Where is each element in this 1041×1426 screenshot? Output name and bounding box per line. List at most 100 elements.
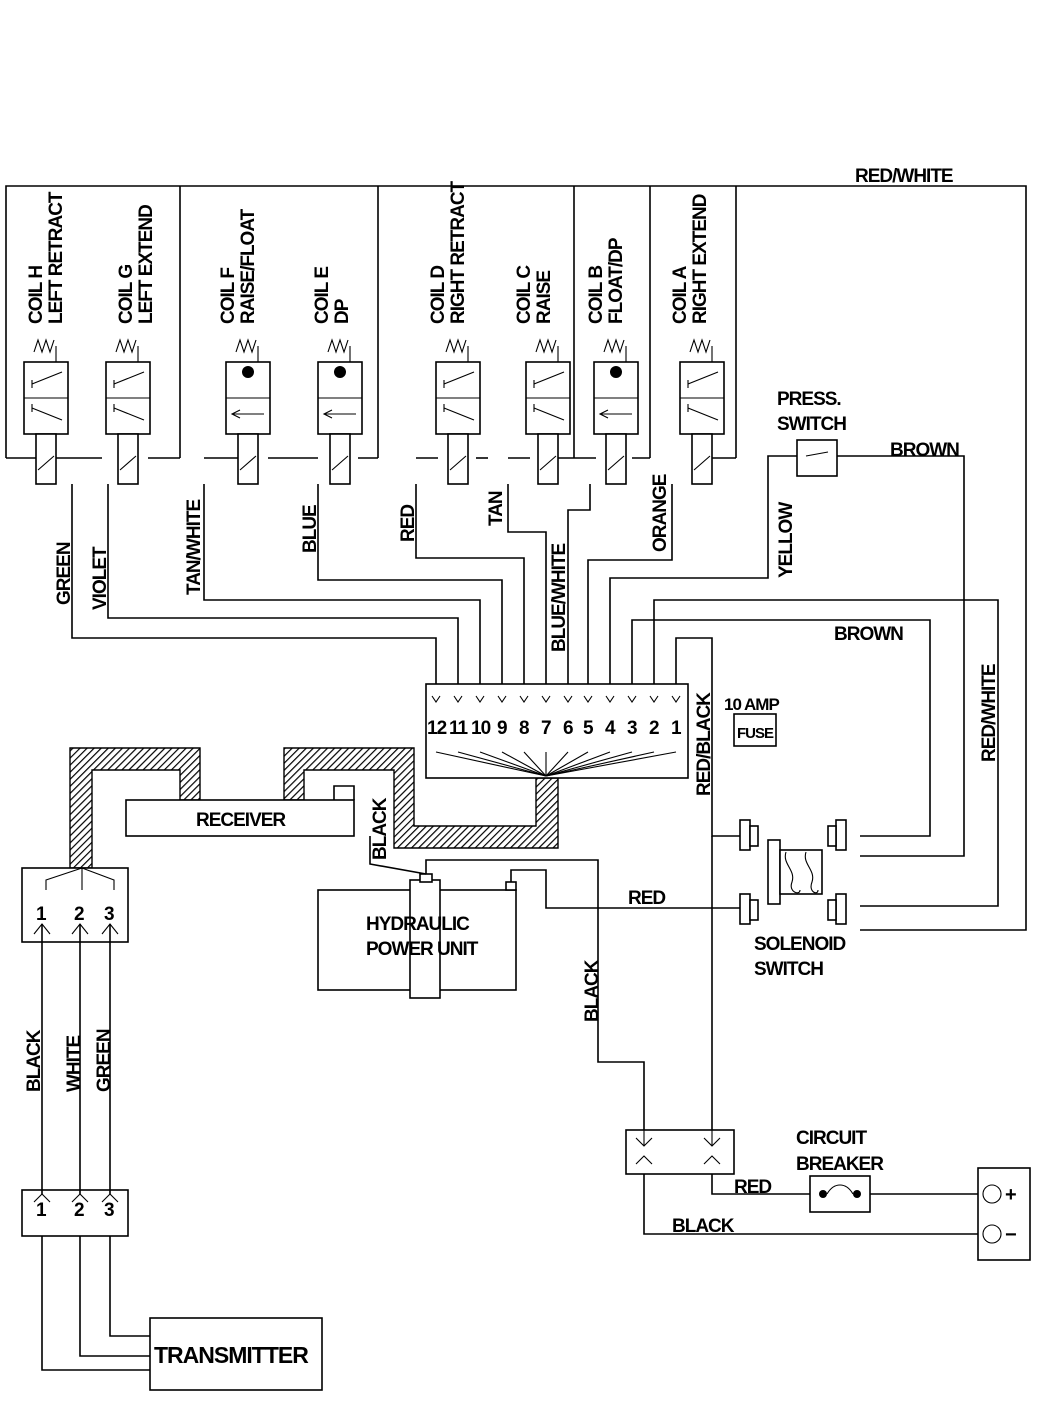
coil-function: LEFT EXTEND [136, 205, 157, 324]
pin-arrow [649, 695, 659, 703]
fan-line [435, 751, 547, 777]
terminal-fan-lines [435, 751, 677, 777]
coil-lead [691, 433, 713, 485]
pressure-switch-line1: PRESS. [777, 389, 841, 410]
coil-name: COIL A [670, 265, 691, 324]
hydraulic-line1: HYDRAULIC [366, 914, 470, 935]
wire-label-green-left: GREEN [94, 1029, 115, 1092]
spring-symbol [445, 338, 467, 354]
pin-number: 11 [449, 718, 469, 739]
upper-pin-1: 1 [36, 904, 47, 925]
pin-number: 4 [605, 718, 616, 739]
fan-line [479, 751, 547, 777]
upper-pin-2: 2 [74, 904, 85, 925]
coil-name: COIL H [26, 266, 47, 324]
wire-label-red-black: RED/BLACK [694, 692, 715, 796]
pin-arrow [453, 695, 463, 703]
fan-line [545, 751, 655, 777]
battery: + − [977, 1167, 1031, 1261]
fuse-rating: 10 AMP [724, 695, 779, 714]
pin-number: 3 [627, 718, 637, 739]
fuse-label: FUSE [737, 725, 774, 742]
wire-label-red-breaker: RED [734, 1177, 771, 1198]
coil-name: COIL D [428, 266, 449, 324]
fan-line [545, 751, 569, 777]
wire-label-black-battery: BLACK [672, 1216, 735, 1237]
spring-symbol [115, 338, 137, 354]
circuit-breaker: CIRCUIT BREAKER [796, 1128, 885, 1213]
red-white-bus [5, 185, 1027, 931]
solenoid-line1: SOLENOID [754, 934, 846, 955]
upper-pin-3: 3 [104, 904, 115, 925]
wire-label-tan-white: TAN/WHITE [184, 500, 205, 595]
power-unit-wires [369, 836, 742, 1130]
pin-arrow [519, 695, 529, 703]
pin-number: 1 [671, 718, 682, 739]
fan-line [545, 751, 677, 777]
coil-function: DP [332, 298, 353, 324]
wire-label-blue: BLUE [300, 505, 321, 553]
wire-label-red-solenoid: RED [628, 888, 665, 909]
pressure-switch-line2: SWITCH [777, 414, 846, 435]
wire-label-white-left: WHITE [64, 1035, 85, 1092]
coil-function: RIGHT EXTEND [690, 194, 711, 324]
junction-box [625, 1129, 735, 1175]
spring-symbol [235, 338, 257, 354]
pin-arrow [605, 695, 615, 703]
coil-name: COIL B [586, 266, 607, 324]
wire-label-red: RED [398, 505, 419, 542]
spring-symbol [535, 338, 557, 354]
transmitter-label: TRANSMITTER [154, 1342, 309, 1368]
pin-number: 8 [519, 718, 529, 739]
battery-wires [643, 1174, 980, 1235]
solenoid-line2: SWITCH [754, 959, 823, 980]
coil-lead [537, 433, 559, 485]
receiver-label: RECEIVER [196, 810, 286, 831]
pin-arrow [431, 695, 441, 703]
check-ball [610, 366, 622, 378]
fan-line [545, 751, 589, 777]
wire-label-brown-mid: BROWN [834, 624, 903, 645]
transmitter: TRANSMITTER [149, 1317, 323, 1391]
coil-function: FLOAT/DP [606, 237, 627, 324]
pin-arrow [475, 695, 485, 703]
pin-arrow [671, 695, 681, 703]
pin-number: 9 [497, 718, 507, 739]
terminal-pin-arrows [431, 695, 681, 703]
wire-label-black-vertical: BLACK [582, 959, 603, 1022]
wire-label-brown-top: BROWN [890, 440, 959, 461]
wire-label-tan: TAN [486, 491, 507, 526]
coil-lead [35, 433, 57, 485]
battery-minus: − [1005, 1224, 1017, 1246]
coil-name: COIL F [218, 268, 239, 324]
connector-lower: 1 2 3 [21, 1189, 129, 1237]
lower-pin-1: 1 [36, 1200, 47, 1221]
wire-label-blue-white: BLUE/WHITE [549, 543, 570, 652]
pin-number: 2 [649, 718, 659, 739]
pin-arrow [497, 695, 507, 703]
pressure-switch: PRESS. SWITCH [777, 389, 847, 477]
coil-name: COIL G [116, 265, 137, 324]
fan-line [523, 751, 547, 777]
coil-function: RAISE [534, 271, 555, 324]
lower-pin-2: 2 [74, 1200, 85, 1221]
spring-symbol [689, 338, 711, 354]
pin-arrow [541, 695, 551, 703]
pin-number: 12 [427, 718, 447, 739]
coil-lead [329, 433, 351, 485]
coil-lead [117, 433, 139, 485]
breaker-line1: CIRCUIT [796, 1128, 867, 1149]
spring-symbol [327, 338, 349, 354]
coil-name: COIL E [312, 267, 333, 324]
